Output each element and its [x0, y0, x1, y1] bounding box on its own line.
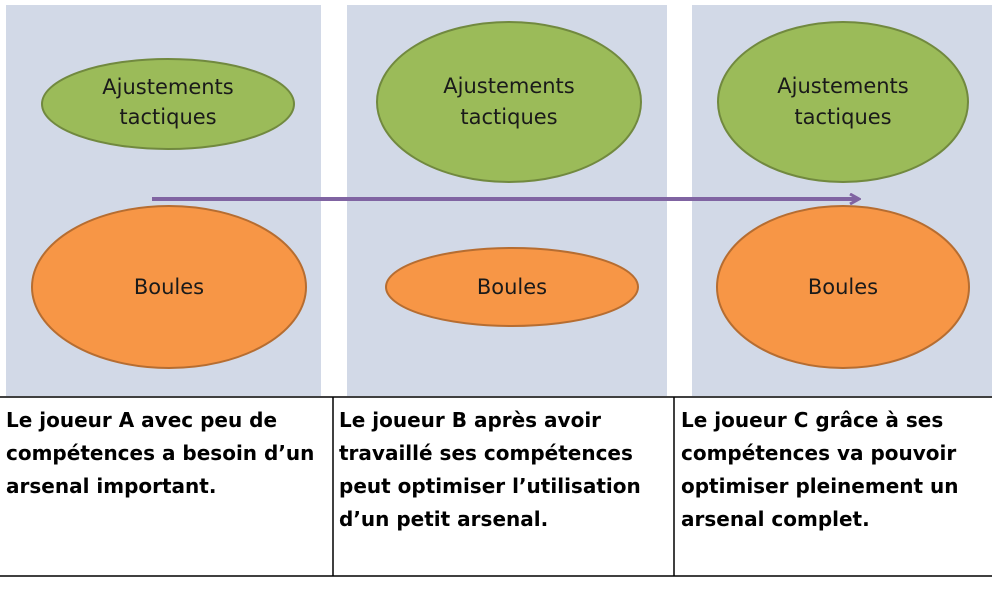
ellipse-tactics-a — [41, 58, 295, 150]
ellipse-tactics-c — [717, 21, 969, 183]
ellipse-boules-c — [716, 205, 970, 369]
ellipse-boules-b — [385, 247, 639, 327]
ellipse-tactics-b-label-line2: tactiques — [460, 105, 557, 129]
ellipse-tactics-b — [376, 21, 642, 183]
ellipse-tactics-c-label-line1: Ajustements — [777, 74, 908, 98]
ellipse-tactics-a-label-line1: Ajustements — [102, 75, 233, 99]
ellipse-tactics-b-label-line1: Ajustements — [443, 74, 574, 98]
caption-player-b: Le joueur B après avoir travaillé ses co… — [339, 408, 641, 531]
ellipse-boules-c-label: Boules — [808, 275, 878, 299]
ellipse-tactics-c-label-line2: tactiques — [794, 105, 891, 129]
caption-player-c: Le joueur C grâce à ses compétences va p… — [681, 408, 959, 531]
caption-player-a: Le joueur A avec peu de compétences a be… — [6, 408, 315, 498]
ellipse-boules-b-label: Boules — [477, 275, 547, 299]
ellipse-tactics-a-label-line2: tactiques — [119, 105, 216, 129]
ellipse-boules-a — [31, 205, 307, 369]
ellipse-boules-a-label: Boules — [134, 275, 204, 299]
